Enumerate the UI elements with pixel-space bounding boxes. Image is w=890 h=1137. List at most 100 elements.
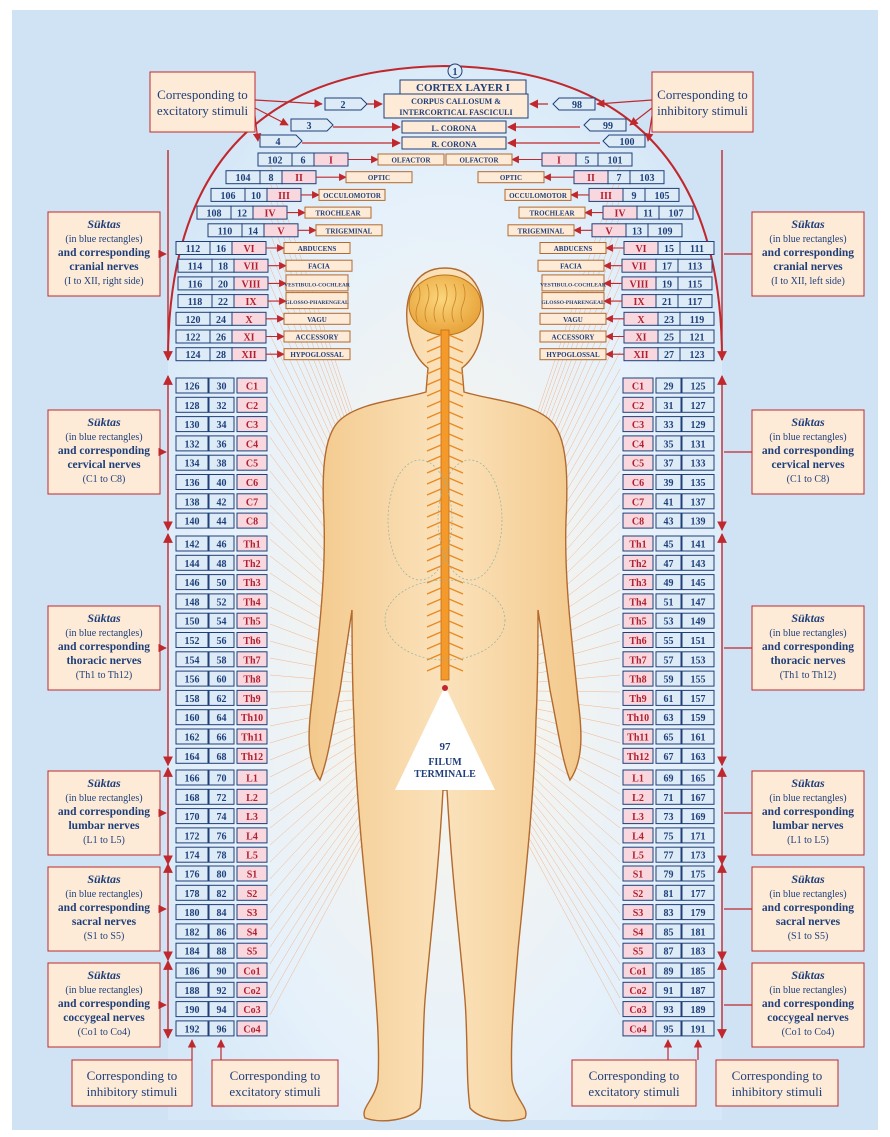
spinal-segment-right-label: Th12 — [627, 752, 649, 763]
spinal-outer-right-num: 129 — [691, 420, 706, 431]
spinal-outer-left-num: 132 — [185, 439, 200, 450]
side-box-suktas: Süktas — [791, 776, 825, 790]
spinal-segment-right-label: Th9 — [629, 694, 646, 705]
spinal-segment-left-label: Th4 — [243, 597, 260, 608]
spinal-inner-right-num: 81 — [664, 889, 674, 900]
spinal-inner-right-num: 91 — [664, 986, 674, 997]
pointer-4 — [260, 135, 302, 147]
spinal-inner-right-num: 71 — [664, 793, 674, 804]
cranial-outer-left-num: 110 — [218, 226, 232, 237]
cranial-roman-right-label: IX — [633, 297, 645, 308]
spinal-outer-left-num: 178 — [185, 889, 200, 900]
cranial-outer-right-num: 111 — [690, 244, 704, 255]
side-box-nerve: sacral nerves — [72, 916, 137, 928]
spinal-inner-left-num: 86 — [217, 927, 227, 938]
spinal-segment-right-label: Co1 — [629, 967, 646, 978]
cranial-roman-left-label: VI — [243, 244, 254, 255]
spinal-outer-right-num: 135 — [691, 478, 706, 489]
spinal-segment-left-label: C5 — [246, 459, 258, 470]
cranial-name-right-label: VESTIBULO-COCHLEAR — [540, 282, 607, 288]
cranial-inner-right-num: 17 — [662, 262, 672, 273]
pointer-2 — [325, 98, 367, 110]
cranial-outer-left-num: 122 — [186, 333, 201, 344]
pointer-98-number: 98 — [572, 100, 582, 111]
spinal-segment-left-label: L2 — [246, 793, 258, 804]
callout-bottom-right-inner-text: Corresponding toexcitatory stimuli — [588, 1068, 680, 1099]
spinal-inner-right-num: 75 — [664, 831, 674, 842]
spinal-outer-left-num: 142 — [185, 540, 200, 551]
cranial-inner-right-num: 23 — [664, 315, 674, 326]
spinal-outer-right-num: 131 — [691, 439, 706, 450]
cranial-outer-right-num: 109 — [658, 226, 673, 237]
spinal-outer-left-num: 148 — [185, 597, 200, 608]
spinal-outer-right-num: 141 — [691, 540, 706, 551]
spinal-segment-left-label: S1 — [247, 870, 258, 881]
spinal-outer-left-num: 188 — [185, 986, 200, 997]
corpus-label: CORPUS CALLOSUM & — [411, 97, 501, 106]
filum-dot — [442, 685, 448, 691]
cranial-inner-left-num: 20 — [218, 279, 228, 290]
spinal-inner-right-num: 41 — [664, 497, 674, 508]
spinal-outer-left-num: 166 — [185, 774, 200, 785]
side-box-in-blue: (in blue rectangles) — [65, 793, 142, 804]
spinal-inner-right-num: 77 — [664, 851, 674, 862]
side-box-range: (Th1 to Th12) — [780, 670, 836, 681]
spinal-outer-left-num: 152 — [185, 636, 200, 647]
cranial-name-left-label: VESTIBULO-COCHLEAR — [284, 282, 351, 288]
spinal-inner-left-num: 46 — [217, 540, 227, 551]
cranial-name-left-label: FACIA — [308, 263, 330, 271]
side-box-nerve: lumbar nerves — [772, 820, 844, 832]
cranial-inner-right-num: 27 — [664, 350, 674, 361]
spinal-segment-right-label: C1 — [632, 382, 644, 393]
pointer-100-number: 100 — [620, 137, 635, 148]
side-box-in-blue: (in blue rectangles) — [65, 628, 142, 639]
side-box-in-blue: (in blue rectangles) — [769, 432, 846, 443]
spinal-segment-left-label: S5 — [247, 947, 258, 958]
cranial-outer-left-num: 112 — [186, 244, 200, 255]
spinal-inner-left-num: 68 — [217, 752, 227, 763]
cranial-roman-left-label: V — [277, 226, 285, 237]
cranial-outer-right-num: 113 — [688, 262, 702, 273]
pointer-99-number: 99 — [603, 121, 613, 132]
spinal-segment-left-label: Th10 — [241, 713, 263, 724]
corpus-label: INTERCORTICAL FASCICULI — [399, 108, 512, 117]
side-box-nerve: lumbar nerves — [68, 820, 140, 832]
spinal-segment-right-label: Th6 — [629, 636, 646, 647]
spinal-outer-left-num: 140 — [185, 517, 200, 528]
filum-label: FILUM — [428, 757, 462, 768]
cranial-roman-right-label: V — [605, 226, 613, 237]
cranial-inner-left-num: 12 — [237, 209, 247, 220]
spinal-segment-right-label: Th2 — [629, 559, 646, 570]
side-box-and-corr: and corresponding — [762, 445, 854, 457]
spinal-outer-left-num: 186 — [185, 967, 200, 978]
side-box-in-blue: (in blue rectangles) — [65, 432, 142, 443]
side-box-suktas: Süktas — [87, 611, 121, 625]
spinal-inner-left-num: 72 — [217, 793, 227, 804]
spinal-segment-left-label: L5 — [246, 851, 258, 862]
spinal-inner-left-num: 38 — [217, 459, 227, 470]
spinal-inner-right-num: 29 — [664, 382, 674, 393]
side-box-in-blue: (in blue rectangles) — [65, 889, 142, 900]
cranial-name-left-label: TRIGEMINAL — [326, 227, 373, 235]
spinal-segment-right-label: C3 — [632, 420, 644, 431]
filum-label: TERMINALE — [414, 769, 476, 780]
spinal-inner-right-num: 61 — [664, 694, 674, 705]
side-box-suktas: Süktas — [87, 872, 121, 886]
side-box-nerve: cranial nerves — [773, 261, 843, 273]
cranial-roman-left-label: IV — [264, 209, 276, 220]
cranial-inner-left-num: 10 — [251, 191, 261, 202]
spinal-inner-left-num: 82 — [217, 889, 227, 900]
side-box-range: (Co1 to Co4) — [78, 1027, 131, 1038]
spinal-outer-right-num: 171 — [691, 831, 706, 842]
spinal-outer-left-num: 170 — [185, 812, 200, 823]
side-box-and-corr: and corresponding — [762, 641, 854, 653]
spinal-outer-right-num: 183 — [691, 947, 706, 958]
spinal-outer-right-num: 189 — [691, 1005, 706, 1016]
spinal-outer-right-num: 153 — [691, 655, 706, 666]
spinal-segment-left-label: S2 — [247, 889, 258, 900]
spinal-outer-right-num: 139 — [691, 517, 706, 528]
cranial-roman-right-label: VI — [635, 244, 646, 255]
side-box-nerve: thoracic nerves — [66, 655, 142, 667]
side-box-suktas: Süktas — [791, 968, 825, 982]
spinal-segment-left-label: L4 — [246, 831, 258, 842]
